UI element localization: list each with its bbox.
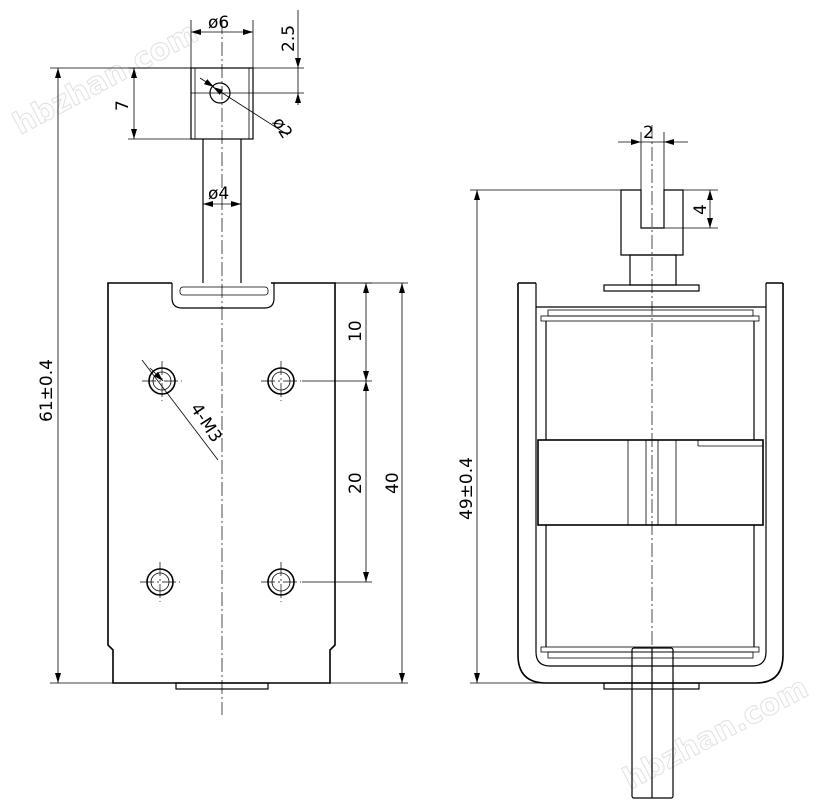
mount-hole-top-left (142, 361, 182, 401)
dim-slot-width: 2 (643, 123, 654, 143)
dim-body-height: 40 (383, 472, 403, 494)
dim-total-height: 49±0.4 (457, 457, 477, 520)
side-view: 2 4 49±0.4 (457, 123, 784, 799)
plunger-head (190, 67, 254, 140)
dim-head-offset: 2.5 (279, 25, 299, 52)
mount-hole-bottom-left (140, 562, 180, 602)
front-view: ø6 2.5 7 ø2 ø4 61±0.4 10 20 (37, 10, 408, 715)
dim-pin-hole: ø2 (268, 114, 296, 143)
side-center-band (537, 439, 764, 526)
dim-hole-spacing: 20 (346, 472, 366, 494)
dim-shaft-diameter: ø4 (208, 184, 229, 204)
dim-total-length: 61±0.4 (37, 359, 57, 422)
dim-slot-depth: 4 (691, 204, 711, 215)
side-top-cap (603, 284, 700, 292)
side-frame-outer (517, 283, 784, 684)
side-stem (629, 254, 677, 286)
front-body (107, 282, 336, 684)
dim-head-diameter: ø6 (208, 13, 229, 33)
dim-hole-top-offset: 10 (346, 320, 366, 342)
mount-hole-top-right (261, 361, 301, 401)
dim-mount-holes: 4-M3 (186, 400, 226, 446)
mount-hole-bottom-right (261, 562, 301, 602)
pin-hole (209, 82, 231, 104)
dim-head-height: 7 (113, 100, 133, 111)
side-frame-inner (535, 283, 767, 667)
watermark-top-left: hbzhan.com (7, 15, 204, 142)
front-bottom-stub (175, 682, 269, 690)
